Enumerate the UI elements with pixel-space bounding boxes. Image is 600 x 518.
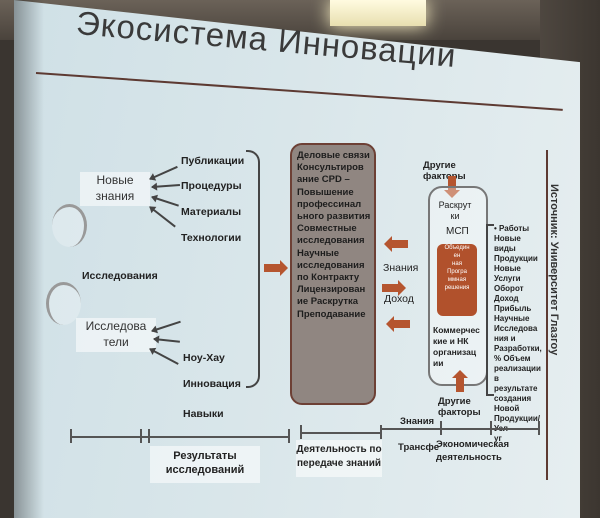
timeline-tick-8 [490,421,492,435]
bottom-knowledge: Знания [400,416,435,427]
outputs-line-18: Продукции/Усл [494,414,541,433]
outputs-brace [486,224,494,396]
outputs-line-10: Исследова [494,324,538,333]
arrow-up-factors [452,370,468,392]
arrow-down-factors [444,176,460,198]
ceiling-light [330,0,426,26]
right-divider [546,150,548,480]
raskrutka-label: Раскрут ки [438,200,472,221]
timeline-right [380,428,540,430]
knowledge-exchange-box [290,143,376,405]
outputs-line-1: • Работы [494,224,530,233]
outputs-line-4: Новые [494,264,521,273]
red-box-line-3: ная [452,261,462,267]
arrow-right-knowledge [382,280,406,296]
skills-label: Навыки [183,408,224,420]
timeline-tick-4 [288,429,290,443]
knowledge-exchange-text: Деловые связи Консультиров ание CPD – По… [297,150,371,320]
commercial-orgs-label: Коммерчес кие и НК организац ии [433,325,480,368]
outputs-line-8: Прибыль [494,304,532,313]
new-knowledge-box: Новые знания [80,172,150,206]
output-publications: Публикации [181,155,245,167]
outputs-line-5: Услуги [494,274,521,283]
msp-red-box: Объедин ен ная Програ ммная решения [437,244,477,316]
flow-knowledge: Знания [383,262,419,274]
red-box-line-1: Объедин [444,245,470,251]
outputs-line-12: Разработки, [494,344,542,353]
screen-shade [14,0,44,518]
know-how-label: Ноу-Хау [183,352,225,364]
msp-label: МСП [446,226,469,237]
timeline-tick-5 [300,425,302,439]
outputs-line-2: Новые виды [494,234,521,253]
economic-activity-label: Экономическая деятельность [436,439,510,463]
research-label: Исследования [82,270,158,282]
timeline-tick-3 [148,429,150,443]
other-factors-top: Другие факторы [423,160,466,182]
outputs-line-19: уг [494,434,502,443]
outputs-line-9: Научные [494,314,530,323]
outputs-list: • Работы Новые виды Продукции Новые Услу… [494,224,542,444]
cycle-arrow-bottom [46,282,81,325]
source-label: Источник: Университет Глазгоу [548,184,560,356]
outputs-line-6: Оборот [494,284,524,293]
timeline-tick-7 [440,421,442,435]
innovation-label: Инновация [183,378,241,390]
outputs-line-15: результате [494,384,538,393]
outputs-line-11: ния и [494,334,516,343]
outputs-line-3: Продукции [494,254,538,263]
timeline-tick-2 [140,429,142,443]
outputs-line-13: % Объем [494,354,531,363]
arrow-to-center [264,260,288,276]
bottom-transfer: Трансфе [398,442,440,453]
timeline-left [70,436,290,438]
red-box-line-6: решения [444,285,470,291]
researchers-box: Исследова тели [76,318,156,352]
outputs-line-16: создания [494,394,532,403]
arrow-left-1 [384,236,408,252]
output-technologies: Технологии [181,232,242,244]
other-factors-bottom: Другие факторы [438,396,481,418]
left-group-brace [246,150,260,388]
outputs-line-14: реализации в [494,364,541,383]
timeline-middle [300,432,380,434]
cycle-arrow-top [52,204,87,247]
flow-income: Доход [384,293,414,305]
transfer-activity-box: Деятельность по передаче знаний [296,440,382,477]
outputs-line-17: Новой [494,404,520,413]
researchers-label: Исследова тели [85,319,147,349]
arrow-left-income [386,316,410,332]
results-label: Результаты исследований [165,450,245,476]
timeline-tick-1 [70,429,72,443]
red-box-line-4: Програ [447,269,467,275]
transfer-activity-label: Деятельность по передаче знаний [296,444,382,469]
red-box-line-5: ммная [447,277,467,283]
new-knowledge-label: Новые знания [95,173,135,203]
output-procedures: Процедуры [181,180,242,192]
output-materials: Материалы [181,206,242,218]
timeline-tick-9 [538,421,540,435]
results-box: Результаты исследований [150,446,260,483]
outputs-line-7: Доход [494,294,519,303]
timeline-tick-6 [380,425,382,439]
red-box-line-2: ен [453,253,461,259]
